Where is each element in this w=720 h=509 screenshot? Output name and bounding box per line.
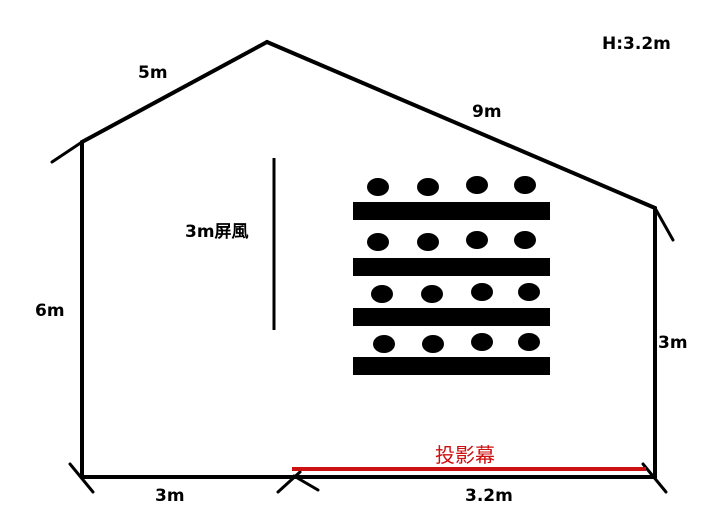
chair bbox=[417, 178, 439, 196]
chair bbox=[367, 178, 389, 196]
chair bbox=[371, 285, 393, 303]
roof-right-wall bbox=[265, 40, 657, 210]
chair bbox=[466, 176, 488, 194]
room-outline bbox=[80, 40, 657, 479]
chair bbox=[518, 283, 540, 301]
floor-left-label: 3m bbox=[155, 486, 185, 506]
tick-right-top bbox=[653, 206, 675, 242]
tick-floor-split bbox=[276, 470, 302, 494]
projection-screen-label: 投影幕 bbox=[435, 443, 495, 467]
wall-left-label: 6m bbox=[35, 301, 65, 321]
tick-floor-split-2 bbox=[292, 474, 320, 492]
table-row-3 bbox=[353, 308, 550, 326]
dimension-ticks bbox=[50, 140, 675, 494]
chair bbox=[373, 335, 395, 353]
chair bbox=[421, 285, 443, 303]
chair bbox=[471, 333, 493, 351]
roof-left-wall bbox=[80, 40, 269, 144]
tick-top-left bbox=[50, 140, 84, 164]
partition-label: 3m屏風 bbox=[185, 222, 249, 242]
wall-right-label: 3m bbox=[658, 333, 688, 353]
roof-left-label: 5m bbox=[138, 63, 168, 83]
table-row-4 bbox=[353, 357, 550, 375]
chair bbox=[367, 233, 389, 251]
chair bbox=[518, 333, 540, 351]
chairs bbox=[367, 176, 540, 353]
chair bbox=[471, 283, 493, 301]
tick-bottom-right bbox=[641, 462, 668, 494]
floor-right-label: 3.2m bbox=[465, 486, 513, 506]
chair bbox=[514, 231, 536, 249]
table-row-2 bbox=[353, 258, 550, 276]
table-row-1 bbox=[353, 202, 550, 220]
height-label: H:3.2m bbox=[602, 34, 671, 54]
chair bbox=[417, 233, 439, 251]
roof-right-label: 9m bbox=[472, 102, 502, 122]
tick-bottom-left bbox=[68, 462, 95, 494]
tables bbox=[353, 202, 550, 375]
chair bbox=[466, 231, 488, 249]
chair bbox=[422, 335, 444, 353]
chair bbox=[514, 176, 536, 194]
